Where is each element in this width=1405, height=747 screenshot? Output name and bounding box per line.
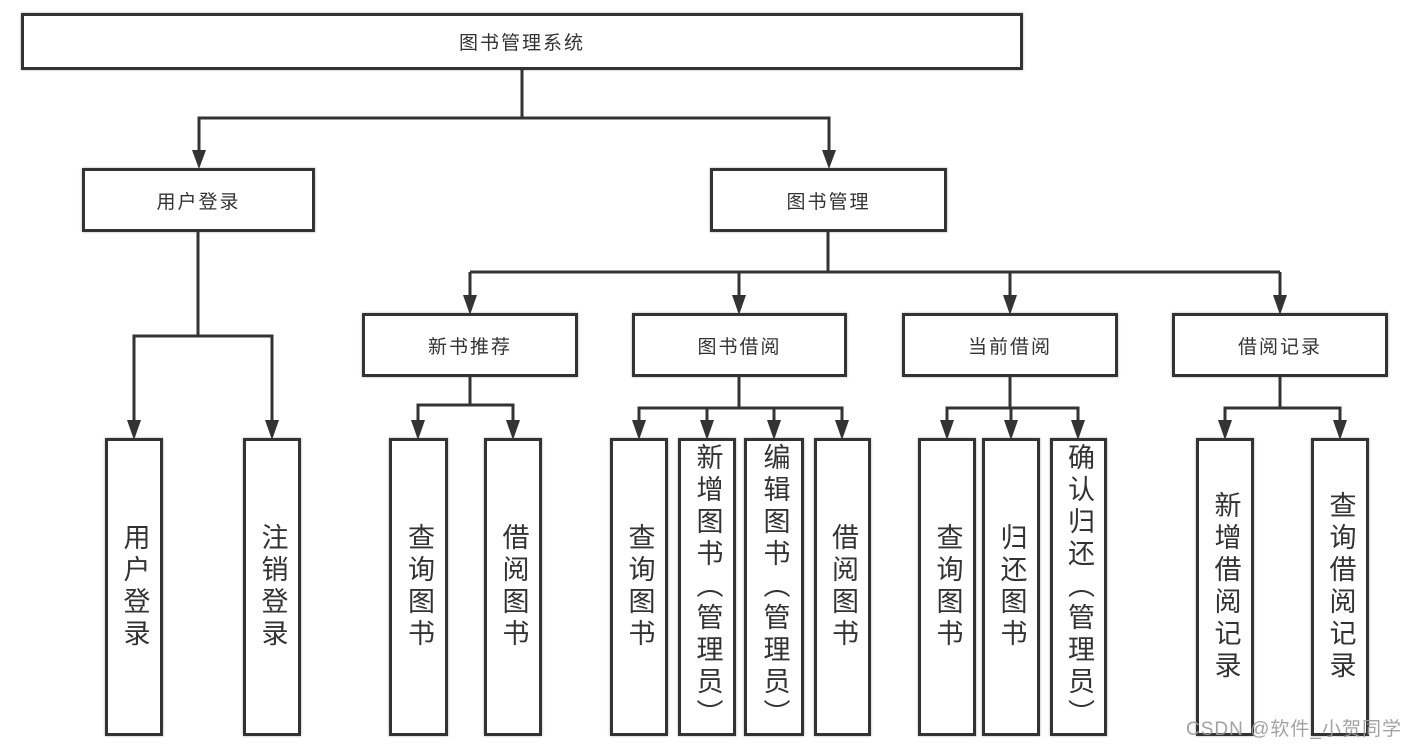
leaf-borrow-edit-books-admin-label: 编辑图书（管理员） (759, 443, 790, 731)
leaf-records-add-record-label: 新增借阅记录 (1210, 491, 1241, 683)
node-borrow-records-label: 借阅记录 (1237, 336, 1322, 358)
leaf-current-confirm-return-admin-label: 确认归还（管理员） (1064, 443, 1094, 731)
leaf-borrow-edit-books-admin: 编辑图书（管理员） (744, 438, 804, 736)
leaf-borrow-add-books-admin-label: 新增图书（管理员） (692, 443, 723, 731)
leaf-borrow-borrow-books: 借阅图书 (814, 438, 871, 736)
leaf-user-login: 用户登录 (105, 438, 163, 736)
node-root-system-label: 图书管理系统 (458, 33, 585, 54)
node-new-book-recommend: 新书推荐 (362, 313, 578, 377)
node-user-login-branch: 用户登录 (82, 168, 315, 232)
node-current-borrow: 当前借阅 (902, 313, 1118, 377)
node-current-borrow-label: 当前借阅 (967, 336, 1052, 358)
leaf-records-query-record-label: 查询借阅记录 (1325, 491, 1356, 683)
node-book-borrow-label: 图书借阅 (697, 336, 782, 358)
node-book-management-branch: 图书管理 (710, 168, 947, 232)
node-book-management-branch-label: 图书管理 (786, 191, 871, 213)
leaf-borrow-borrow-books-label: 借阅图书 (828, 523, 858, 651)
leaf-current-query-books-label: 查询图书 (932, 523, 963, 651)
leaf-records-query-record: 查询借阅记录 (1311, 438, 1369, 736)
node-root-system: 图书管理系统 (21, 13, 1023, 70)
node-book-borrow: 图书借阅 (632, 313, 847, 377)
leaf-borrow-query-books-label: 查询图书 (624, 523, 655, 651)
leaf-current-return-books: 归还图书 (982, 438, 1040, 736)
node-user-login-branch-label: 用户登录 (156, 191, 241, 213)
leaf-logout-login: 注销登录 (243, 438, 301, 736)
leaf-current-confirm-return-admin: 确认归还（管理员） (1050, 438, 1107, 736)
leaf-recommend-borrow-books: 借阅图书 (484, 438, 542, 736)
leaf-recommend-query-books-label: 查询图书 (404, 523, 434, 651)
leaf-records-add-record: 新增借阅记录 (1196, 438, 1254, 736)
leaf-borrow-add-books-admin: 新增图书（管理员） (678, 438, 736, 736)
leaf-recommend-borrow-books-label: 借阅图书 (498, 523, 529, 651)
leaf-borrow-query-books: 查询图书 (610, 438, 668, 736)
leaf-logout-login-label: 注销登录 (257, 523, 288, 651)
node-borrow-records: 借阅记录 (1172, 313, 1388, 377)
leaf-recommend-query-books: 查询图书 (389, 438, 448, 736)
leaf-current-query-books: 查询图书 (918, 438, 976, 736)
csdn-watermark: CSDN @软件_小贺同学 (1186, 719, 1402, 740)
leaf-user-login-label: 用户登录 (119, 523, 150, 651)
node-new-book-recommend-label: 新书推荐 (427, 336, 512, 358)
leaf-current-return-books-label: 归还图书 (996, 523, 1027, 651)
